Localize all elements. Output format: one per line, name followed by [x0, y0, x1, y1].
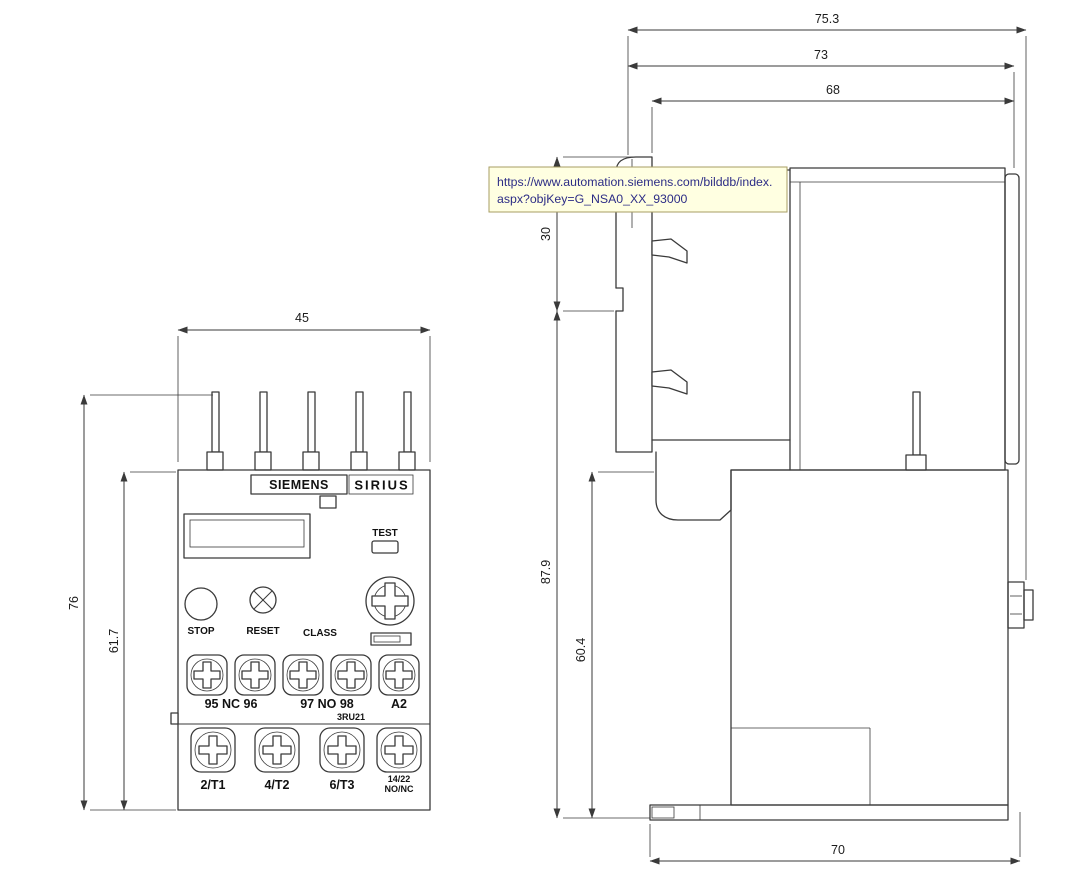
terminal-6t3-label: 6/T3 — [329, 778, 354, 792]
siemens-logo-box — [250, 474, 348, 495]
dim-height-body: 60.4 — [574, 471, 654, 819]
side-terminal-clamp — [1007, 581, 1034, 629]
terminal-screw — [198, 735, 228, 765]
test-slider — [371, 540, 399, 554]
stop-label: STOP — [187, 626, 214, 637]
aux-terminals-mid-label: 97 NO 98 — [300, 697, 354, 711]
model-label: 3RU21 — [337, 712, 365, 722]
label-window-inner — [189, 519, 305, 548]
aux-terminals-left-label: 95 NC 96 — [205, 697, 258, 711]
tooltip-url-line1: https://www.automation.siemens.com/bildd… — [497, 175, 772, 189]
reset-screw — [249, 586, 277, 614]
lower-housing — [730, 469, 1009, 806]
stop-button — [184, 587, 218, 621]
aux-terminal-row — [186, 654, 420, 696]
dim-depth-overall-value: 75.3 — [815, 12, 839, 26]
pin — [355, 391, 364, 453]
dim-front-body-height-value: 61.7 — [107, 629, 121, 653]
terminal-screw — [241, 661, 269, 689]
pin — [307, 391, 316, 453]
dim-height-body-value: 60.4 — [574, 638, 588, 662]
terminal-screw — [193, 661, 221, 689]
upper-housing — [789, 167, 1020, 471]
adjustment-dial — [365, 576, 415, 646]
connecting-pin-base — [905, 454, 927, 471]
class-label: CLASS — [303, 628, 337, 639]
dim-depth-device: 68 — [651, 83, 1015, 153]
rear-panel — [1004, 173, 1020, 465]
dim-depth-body-value: 73 — [814, 48, 828, 62]
test-label: TEST — [372, 528, 398, 539]
pin — [259, 391, 268, 453]
stop-control: STOP — [184, 587, 218, 637]
a2-terminal-label: A2 — [391, 697, 407, 711]
dim-front-height-value: 76 — [67, 596, 81, 610]
test-control: TEST — [371, 528, 399, 554]
tooltip-box — [488, 166, 788, 213]
sirius-box — [348, 474, 414, 495]
pin — [211, 391, 220, 453]
dim-top-section-value: 30 — [539, 227, 553, 241]
base-foot — [649, 804, 1009, 821]
label-window — [183, 513, 311, 559]
terminal-screw — [327, 735, 357, 765]
siemens-logo-text: SIEMENS — [269, 478, 329, 492]
main-terminal-row — [190, 727, 422, 773]
dial-outer — [365, 576, 415, 626]
terminal-screw — [385, 661, 413, 689]
front-top-pins — [206, 391, 416, 471]
dial-cross-slot — [371, 582, 409, 620]
pin-base — [254, 451, 272, 471]
dim-front-height: 76 — [67, 394, 213, 811]
dim-depth-body: 73 — [627, 48, 1015, 168]
pin — [403, 391, 412, 453]
aux-contact-label-2: NO/NC — [385, 784, 415, 794]
dim-depth-overall: 75.3 — [627, 12, 1027, 580]
tooltip-url-line2: aspx?objKey=G_NSA0_XX_93000 — [497, 192, 688, 206]
reset-label: RESET — [246, 626, 279, 637]
dim-height-overall-value: 87.9 — [539, 560, 553, 584]
class-window — [370, 632, 412, 646]
snap-clip-lower — [651, 369, 688, 395]
dimensions: 45 76 61.7 75.3 73 — [67, 12, 1027, 865]
pin-base — [350, 451, 368, 471]
aux-contact-label-1: 14/22 — [388, 774, 411, 784]
dim-bottom-depth-value: 70 — [831, 843, 845, 857]
dim-front-width: 45 — [177, 311, 431, 462]
mounting-bracket — [651, 439, 791, 521]
header-strip: SIEMENS SIRIUS — [250, 474, 414, 509]
terminal-4t2-label: 4/T2 — [264, 778, 289, 792]
header-notch — [319, 495, 337, 509]
label-window-outer — [183, 513, 311, 559]
pin-base — [206, 451, 224, 471]
side-tab — [170, 712, 179, 725]
dim-height-overall: 87.9 — [539, 310, 650, 819]
terminal-screw — [384, 735, 414, 765]
pin-base — [302, 451, 320, 471]
front-view: SIEMENS SIRIUS TEST STOP RESET CLA — [170, 391, 431, 811]
terminal-screw — [337, 661, 365, 689]
pin-base — [398, 451, 416, 471]
dim-front-width-value: 45 — [295, 311, 309, 325]
snap-clip-upper — [651, 238, 688, 264]
url-tooltip: https://www.automation.siemens.com/bildd… — [488, 166, 788, 213]
side-view — [615, 156, 1034, 821]
terminal-2t1-label: 2/T1 — [200, 778, 225, 792]
dim-depth-device-value: 68 — [826, 83, 840, 97]
dim-bottom-depth: 70 — [649, 812, 1021, 865]
terminal-screw — [289, 661, 317, 689]
relay-body — [177, 469, 431, 811]
connecting-pin — [912, 391, 921, 456]
reset-control: RESET — [246, 586, 280, 637]
sirius-text: SIRIUS — [354, 478, 409, 493]
dim-front-body-height: 61.7 — [107, 471, 176, 811]
terminal-screw — [262, 735, 292, 765]
